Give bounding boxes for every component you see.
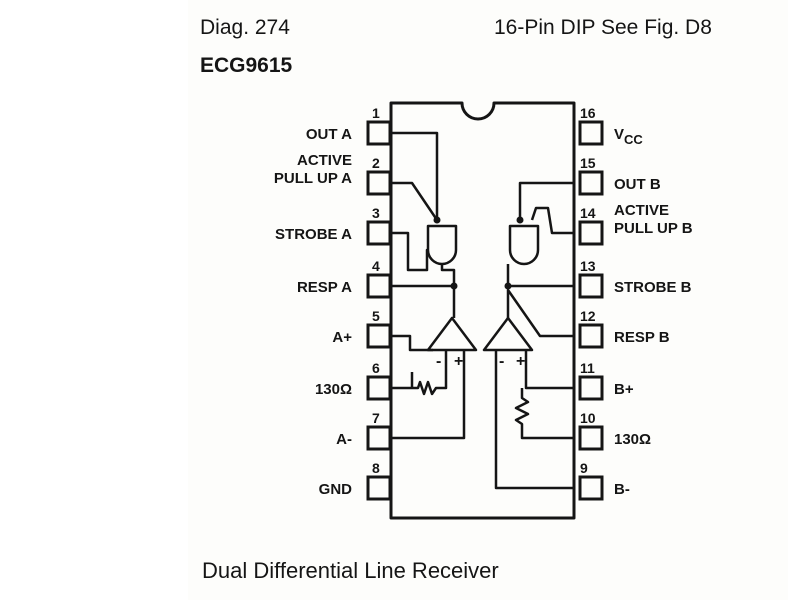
pin-11-label: B+ [614, 381, 634, 398]
pin-4-label: RESP A [297, 279, 352, 296]
pin-1-number: 1 [372, 105, 380, 121]
pin-14-number: 14 [580, 205, 596, 221]
pin-14-pad [578, 220, 604, 246]
pin-5-pad [366, 323, 392, 349]
pin-2-label-line-1: ACTIVE [297, 152, 352, 169]
pin-8-number: 8 [372, 460, 380, 476]
pin-3-label: STROBE A [275, 226, 352, 243]
amp-a-plus-sign: + [454, 353, 463, 370]
pin-9-label: B- [614, 481, 630, 498]
pin-15-label: OUT B [614, 176, 661, 193]
pin-10-pad [578, 425, 604, 451]
pin-12-pad [578, 323, 604, 349]
pin-2-number: 2 [372, 155, 380, 171]
part-number: ECG9615 [200, 54, 293, 77]
pin-12-number: 12 [580, 308, 596, 324]
pin-7-number: 7 [372, 410, 380, 426]
pin-4-number: 4 [372, 258, 380, 274]
pin-9-pad [578, 475, 604, 501]
amp-a-minus-sign: - [436, 353, 441, 370]
diagram-number: Diag. 274 [200, 16, 290, 39]
gate-b [508, 224, 540, 266]
pin-1-pad [366, 120, 392, 146]
pin-11-number: 11 [580, 360, 595, 376]
pin-14-label-line-1: ACTIVE [614, 202, 669, 219]
pin-10-label: 130Ω [614, 431, 651, 448]
internal-wiring [391, 131, 574, 490]
wire-pullup-b [530, 206, 574, 235]
pin-13-number: 13 [580, 258, 596, 274]
pin-7-label: A- [336, 431, 352, 448]
wire-a-minus [391, 350, 466, 440]
pin-6-pad [366, 375, 392, 401]
wire-gate-a-out [440, 264, 456, 286]
pin-8-pad [366, 475, 392, 501]
wire-pullup-a [391, 181, 439, 221]
pin-2-label-line-2: PULL UP A [274, 170, 352, 187]
ic-body [389, 101, 576, 520]
amp-b [482, 316, 534, 352]
pin-6-number: 6 [372, 360, 380, 376]
amp-b-minus-sign: - [499, 353, 504, 370]
pin-9-number: 9 [580, 460, 588, 476]
wire-a-plus [391, 334, 433, 352]
pin-14-label-line-2: PULL UP B [614, 220, 693, 237]
pin-5-label: A+ [332, 329, 352, 346]
wire-b-plus [524, 350, 574, 390]
amp-b-plus-sign: + [516, 353, 525, 370]
wire-out-a [391, 131, 439, 220]
pin-13-label: STROBE B [614, 279, 692, 296]
wire-b-minus [494, 350, 574, 490]
wire-strobe-a [391, 231, 429, 272]
pin-12-label: RESP B [614, 329, 670, 346]
wire-130-b [514, 388, 574, 440]
junction-dots [433, 216, 524, 290]
pin-1-label: OUT A [306, 126, 352, 143]
pin-13-pad [578, 273, 604, 299]
pin-2-pad [366, 170, 392, 196]
pin-16-pad [578, 120, 604, 146]
pin-10-number: 10 [580, 410, 596, 426]
pin-15-pad [578, 170, 604, 196]
pin-3-number: 3 [372, 205, 380, 221]
package-info: 16-Pin DIP See Fig. D8 [494, 16, 712, 39]
pin-3-pad [366, 220, 392, 246]
pin-8-label: GND [319, 481, 353, 498]
pin-16-number: 16 [580, 105, 596, 121]
wire-strobe-b [506, 264, 574, 288]
wire-resp-a [391, 284, 456, 318]
pin-15-number: 15 [580, 155, 596, 171]
pin-11-pad [578, 375, 604, 401]
pin-5-number: 5 [372, 308, 380, 324]
datasheet-page: Diag. 274 16-Pin DIP See Fig. D8 ECG9615… [188, 0, 788, 600]
pin-16-label: VCC [614, 126, 643, 147]
pin-6-label: 130Ω [315, 381, 352, 398]
wire-resp-b [506, 288, 574, 338]
gate-a [426, 224, 458, 266]
pin-4-pad [366, 273, 392, 299]
amp-a [426, 316, 478, 352]
wire-out-b [518, 181, 574, 220]
pin-7-pad [366, 425, 392, 451]
diagram-caption: Dual Differential Line Receiver [202, 558, 499, 583]
